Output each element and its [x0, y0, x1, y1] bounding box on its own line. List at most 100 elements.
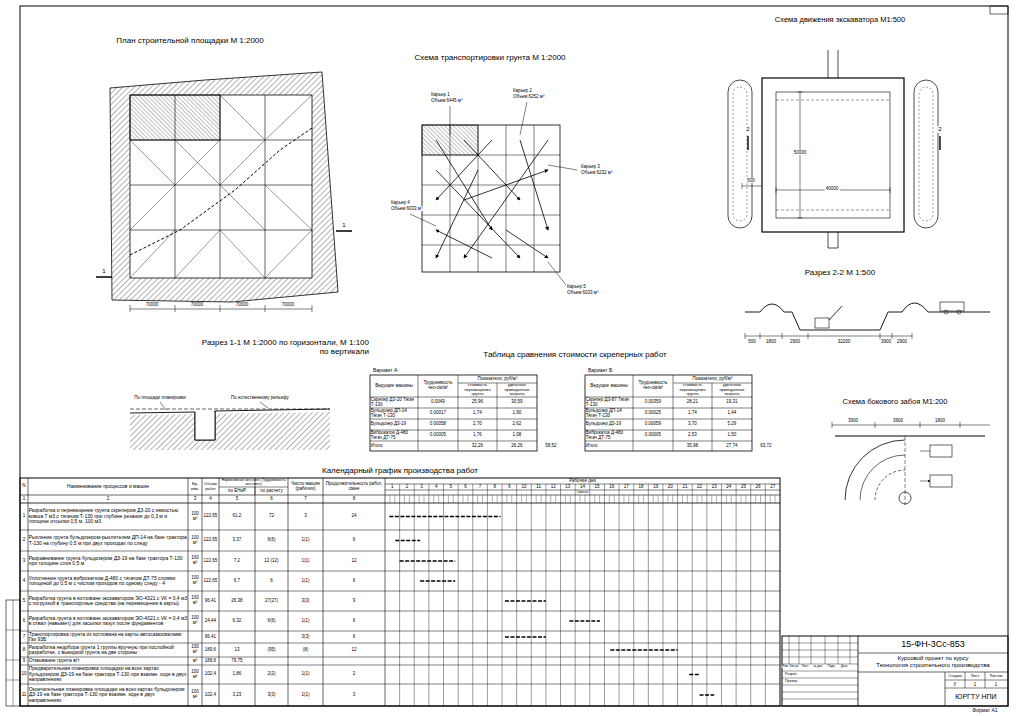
label-slot: 1,76 [459, 431, 497, 441]
table-rule [782, 699, 858, 700]
table-cell: 7,2 [220, 552, 255, 571]
table-cell: 63,72 [753, 442, 780, 451]
table-rule [677, 484, 678, 706]
label-slot: Наименование процессов и машин [29, 479, 188, 495]
label-slot: 6 [459, 485, 472, 490]
label-slot: Карьер 4 [390, 200, 411, 205]
table-cell: (8) [289, 644, 323, 657]
label-slot: (8) [289, 644, 323, 657]
drawing-label: 1 [994, 682, 999, 687]
day-number: 12 [547, 485, 560, 490]
table-header: по расчету [256, 488, 288, 495]
table-rule [443, 484, 444, 706]
table-cell: 100 м³ [189, 612, 202, 631]
label-slot: Схема бокового забоя М1:200 [842, 398, 949, 407]
drawing-label: Провер. [784, 679, 799, 683]
table-cell: 72 [256, 504, 288, 530]
day-number: 15 [591, 485, 604, 490]
label-slot: 30,59 [498, 398, 537, 408]
section-1-1 [130, 402, 330, 450]
label-slot: 2,62 [498, 420, 537, 430]
sheet-frame [990, 6, 1008, 14]
label-slot: 0,00059 [634, 420, 673, 430]
table-rule [323, 478, 324, 706]
table-rule [418, 375, 419, 451]
table-cell: 26,38 [220, 592, 255, 611]
process-name: Разработка недобора грунта 1 группы вруч… [29, 644, 188, 657]
label-slot: 0,0049 [419, 398, 458, 408]
label-slot: 8 [488, 485, 501, 490]
day-number: 6 [459, 485, 472, 490]
table-cell: 122,65 [203, 572, 219, 591]
label-slot: 122,65 [203, 552, 219, 571]
label-slot: 3 [415, 485, 428, 490]
table-rule [560, 484, 561, 706]
table-rule [20, 530, 780, 531]
table-cell: Виброкаток Д-480 Тягач ДТ-75 [371, 431, 418, 441]
label-slot: 96,41 [203, 632, 219, 643]
day-number: 18 [634, 485, 647, 490]
table-rule [492, 495, 493, 503]
table-rule [736, 484, 737, 706]
table-cell: 1,86 [220, 666, 255, 684]
table-rule [385, 478, 386, 706]
label-slot: 11 [21, 685, 28, 706]
label-slot: 0,00005 [419, 431, 458, 441]
label-slot: Рыхление грунта бульдозером-рыхлителем Д… [29, 531, 188, 551]
label-slot: 122,65 [203, 504, 219, 530]
table-rule [550, 495, 551, 503]
section-2-2 [944, 310, 948, 314]
table-rule [453, 495, 454, 503]
label-slot: 7 [473, 485, 486, 490]
label-slot: 100 м³ [189, 504, 202, 530]
label-slot: По площади планировки [133, 395, 187, 400]
day-number: 11 [532, 485, 545, 490]
table-cell: 1,90 [498, 409, 537, 419]
table-rule [731, 495, 732, 503]
transport-scheme [436, 170, 478, 258]
table-cell: 1,08 [498, 431, 537, 441]
drawing-label: Курсовой проект по курсу [896, 655, 969, 662]
label-slot: 3 [324, 685, 385, 706]
table-cell: 12 [324, 552, 385, 571]
table-rule [370, 419, 537, 420]
table-rule [428, 484, 429, 706]
table-cell: 24,44 [203, 612, 219, 631]
side-face-scheme [930, 475, 952, 487]
label-slot: Стадия [947, 674, 963, 679]
schedule-bar [689, 674, 699, 675]
table-frame [782, 636, 1008, 706]
table-header: стоимость перемещения грунта [674, 384, 712, 397]
table-rule [424, 495, 425, 503]
table-cell: 1(1) [289, 572, 323, 591]
label-slot: 100 м³ [189, 612, 202, 631]
table-cell: 1,74 [459, 409, 497, 419]
label-slot: 1(1) [289, 612, 323, 631]
label-slot: 6,7 [220, 572, 255, 591]
label-slot: 1,50 [713, 431, 752, 441]
table-rule [458, 484, 459, 706]
table-cell: 3,23 [220, 685, 255, 706]
table-cell: 1,50 [713, 431, 752, 441]
table-rule [760, 495, 761, 503]
day-number: 24 [722, 485, 735, 490]
label-slot: Календарный график производства работ [321, 466, 479, 475]
label-slot: 100 м³ [189, 644, 202, 657]
day-number: 3 [415, 485, 428, 490]
table-rule [653, 495, 654, 503]
label-slot: Трудоемкость чел-см/м³ [419, 376, 458, 397]
label-slot: Объем 6252 м³ [512, 94, 545, 99]
excavator-scheme [748, 136, 940, 150]
table-rule [711, 495, 712, 503]
label-slot: 6 [21, 612, 28, 631]
label-slot: N [21, 479, 28, 495]
table-header: Трудоемкость чел-см/м³ [419, 376, 458, 397]
label-slot: 5 [220, 496, 255, 503]
drawing-label: Таблица сравнения стоимости скреперных р… [482, 350, 667, 359]
excavator-scheme [828, 50, 838, 248]
label-slot: 4 [21, 572, 28, 591]
label-slot: 15-ФН-3Сс-853 [900, 639, 965, 649]
table-cell: 0,00005 [419, 431, 458, 441]
label-slot: ЮРГТУ НПИ [954, 693, 997, 701]
table-rule [945, 680, 1008, 681]
